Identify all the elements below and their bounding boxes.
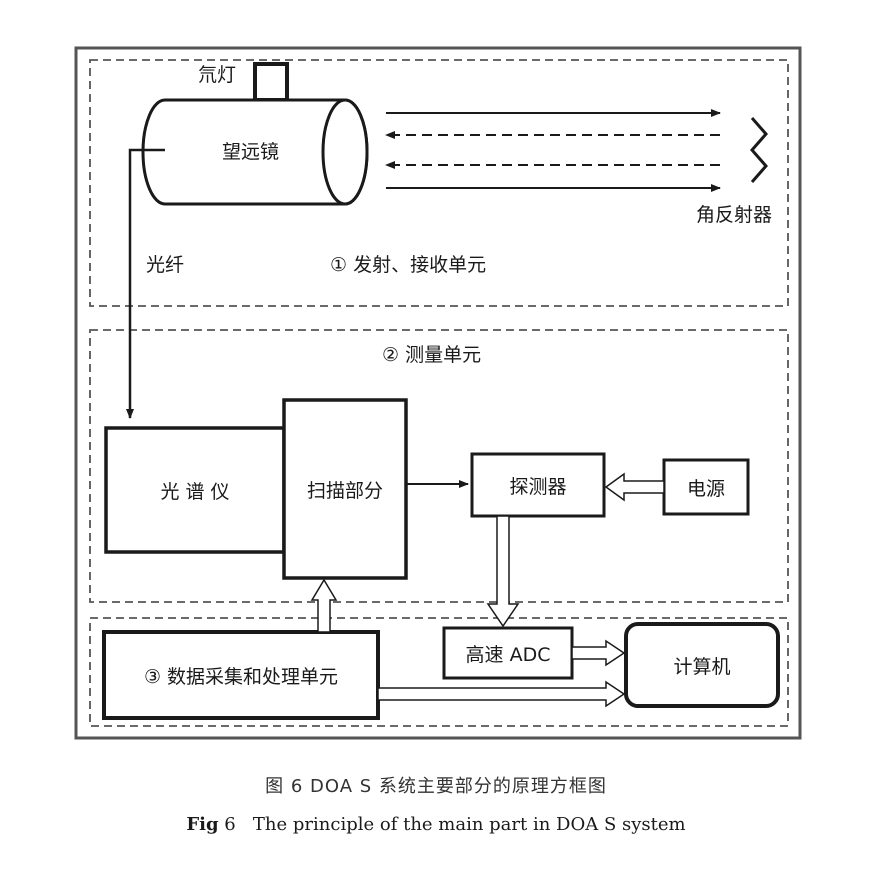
unit3-label: ③ 数据采集和处理单元 (143, 665, 339, 688)
spectrometer-label: 光 谱 仪 (160, 480, 230, 503)
lamp-label: 氘灯 (198, 64, 237, 86)
fiber-label: 光纤 (146, 254, 185, 276)
unit1-region (89, 59, 789, 307)
power-label: 电源 (686, 477, 725, 500)
caption-fig-prefix: Fig (186, 814, 219, 835)
detector-to-adc-arrow (486, 515, 520, 628)
adc-label: 高速 ADC (465, 643, 551, 666)
scanner-box (282, 398, 408, 580)
figure-caption-cn: 图 6 DOA S 系统主要部分的原理方框图 (265, 776, 607, 797)
retroreflector-label: 角反射器 (696, 204, 773, 226)
fiber-path (126, 148, 165, 419)
retroreflector-icon (750, 117, 768, 183)
computer-box (624, 622, 780, 708)
computer-label: 计算机 (673, 655, 731, 678)
caption-fig-text: The principle of the main part in DOA S … (252, 814, 686, 835)
telescope-label: 望远镜 (222, 141, 280, 163)
unit3-to-scanner-arrow (310, 578, 338, 633)
adc-to-computer-arrow (571, 639, 626, 667)
unit3-to-computer-arrow (377, 680, 626, 708)
scanner-label: 扫描部分 (306, 479, 383, 502)
spectrometer-box (104, 426, 286, 554)
power-to-detector-arrow (604, 472, 665, 502)
outer-frame (74, 46, 802, 740)
detector-box (470, 452, 606, 518)
power-box (662, 458, 750, 516)
figure-caption-en: Fig 6 The principle of the main part in … (0, 814, 872, 835)
detector-label: 探测器 (509, 475, 567, 498)
unit2-label: ② 测量单元 (382, 344, 482, 366)
unit1-label: ① 发射、接收单元 (330, 254, 487, 276)
caption-fig-number: 6 (218, 814, 253, 835)
lamp-box (253, 62, 289, 102)
unit2-region (89, 329, 789, 603)
unit3-box (102, 630, 380, 720)
adc-box (442, 626, 574, 680)
telescope-cylinder (141, 98, 369, 206)
